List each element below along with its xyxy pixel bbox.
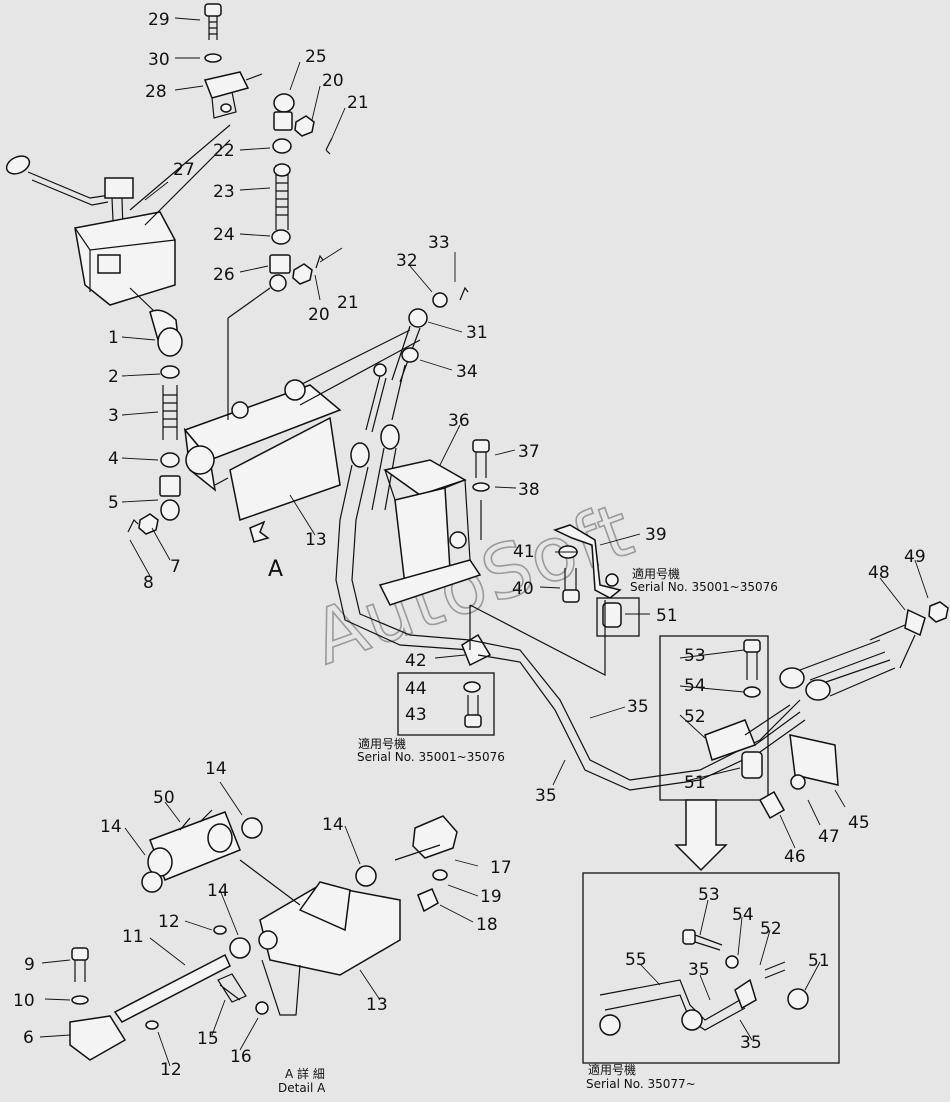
- callout-number: 53: [684, 646, 706, 666]
- callout-number: 35: [688, 960, 710, 980]
- callout-number: 31: [466, 323, 488, 343]
- callout-number: 44: [405, 679, 427, 699]
- callout-number: 20: [308, 305, 330, 325]
- view-label: A: [268, 557, 283, 582]
- callout-number: 19: [480, 887, 502, 907]
- callout-number: 2: [108, 367, 119, 387]
- callout-number: 15: [197, 1029, 219, 1049]
- callout-number: 8: [143, 573, 154, 593]
- serial-variant-parts: [552, 524, 640, 637]
- serial-note-2-jp: 適用号機: [358, 736, 406, 751]
- callout-number: 33: [428, 233, 450, 253]
- callout-number: 17: [490, 858, 512, 878]
- callout-number: 36: [448, 411, 470, 431]
- callout-number: 14: [100, 817, 122, 837]
- control-cables: [335, 286, 471, 651]
- detail-caption: A 詳 細 Detail A: [278, 1066, 326, 1095]
- callout-number: 47: [818, 827, 840, 847]
- callout-number: 22: [213, 141, 235, 161]
- callout-number: 34: [456, 362, 478, 382]
- callout-number: 39: [645, 525, 667, 545]
- callout-number: 38: [518, 480, 540, 500]
- callout-number: 13: [366, 995, 388, 1015]
- serial-note-2-en: Serial No. 35001~35076: [357, 750, 505, 764]
- callout-number: 49: [904, 547, 926, 567]
- lower-linkage-stack: [127, 327, 183, 535]
- callout-number: 40: [512, 579, 534, 599]
- callout-number: 25: [305, 47, 327, 67]
- callout-number: 1: [108, 328, 119, 348]
- callout-number: 13: [305, 530, 327, 550]
- detail-caption-jp: A 詳 細: [285, 1066, 325, 1081]
- callout-number: 21: [347, 93, 369, 113]
- callout-number: 26: [213, 265, 235, 285]
- detail-a-drawing: [69, 809, 458, 1061]
- callout-number: 37: [518, 442, 540, 462]
- callout-number: 6: [23, 1028, 34, 1048]
- callout-number: 46: [784, 847, 806, 867]
- callout-number: 20: [322, 71, 344, 91]
- callout-number: 51: [656, 606, 678, 626]
- callout-number: 41: [513, 542, 535, 562]
- callout-number: 14: [322, 815, 344, 835]
- callout-number: 52: [684, 707, 706, 727]
- callout-number: 9: [24, 955, 35, 975]
- callout-number: 14: [207, 881, 229, 901]
- callout-number: 7: [170, 557, 181, 577]
- callout-number: 35: [740, 1033, 762, 1053]
- callout-number: 52: [760, 919, 782, 939]
- callout-number: 35: [627, 697, 649, 717]
- callout-number: 3: [108, 406, 119, 426]
- callout-number: 28: [145, 82, 167, 102]
- callout-number: 53: [698, 885, 720, 905]
- callout-number: 5: [108, 493, 119, 513]
- callout-number: 18: [476, 915, 498, 935]
- callout-number: 55: [625, 950, 647, 970]
- callout-number: 23: [213, 182, 235, 202]
- callout-number: 54: [684, 676, 706, 696]
- callout-number: 50: [153, 788, 175, 808]
- detail-caption-en: Detail A: [278, 1081, 326, 1095]
- callout-number: 43: [405, 705, 427, 725]
- serial-notes: 適用号機 Serial No. 35001~35076 適用号機 Serial …: [357, 566, 778, 1091]
- callout-number: 10: [13, 991, 35, 1011]
- upper-linkage-stack: [203, 3, 333, 319]
- callout-number: 29: [148, 10, 170, 30]
- callout-number: 16: [230, 1047, 252, 1067]
- callout-number: 4: [108, 449, 119, 469]
- callout-number: 51: [684, 773, 706, 793]
- callout-number: 11: [122, 927, 144, 947]
- callout-number: 45: [848, 813, 870, 833]
- clamp-parts-box: [397, 633, 495, 736]
- control-lever-assembly: [5, 124, 231, 345]
- callout-number: 30: [148, 50, 170, 70]
- serial-note-3-jp: 適用号機: [588, 1062, 636, 1077]
- callouts: 29 30 28 25 20 21 22 27 23 24 26 20 21 3…: [13, 10, 929, 1080]
- callout-number: 42: [405, 651, 427, 671]
- serial-note-3-en: Serial No. 35077~: [586, 1077, 696, 1091]
- serial-note-1-en: Serial No. 35001~35076: [630, 580, 778, 594]
- callout-number: 12: [160, 1060, 182, 1080]
- callout-number: 48: [868, 563, 890, 583]
- callout-number: 21: [337, 293, 359, 313]
- serial-note-1-jp: 適用号機: [632, 566, 680, 581]
- main-bracket: [183, 318, 421, 543]
- callout-number: 35: [535, 786, 557, 806]
- support-bracket: [378, 439, 490, 606]
- cable-clamp-area: [659, 601, 949, 872]
- callout-number: 51: [808, 951, 830, 971]
- view-a-marker: A: [268, 557, 283, 582]
- callout-number: 54: [732, 905, 754, 925]
- callout-number: 14: [205, 759, 227, 779]
- detail-serial-35077-box: [582, 872, 840, 1064]
- callout-number: 12: [158, 912, 180, 932]
- callout-number: 27: [173, 160, 195, 180]
- callout-number: 24: [213, 225, 235, 245]
- callout-number: 32: [396, 251, 418, 271]
